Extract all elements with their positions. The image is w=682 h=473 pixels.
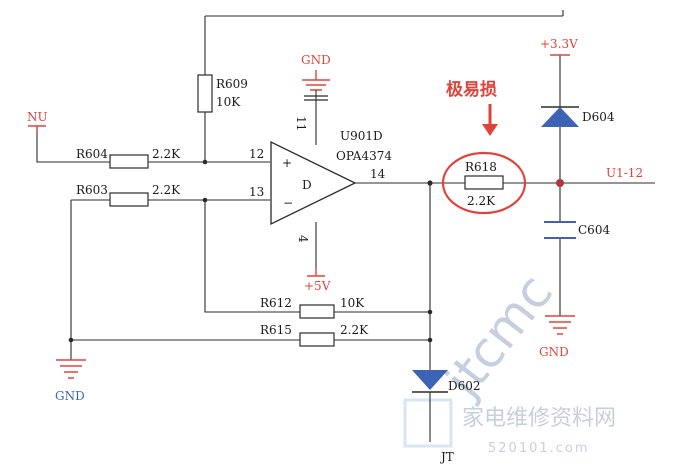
- input-nu: NU: [27, 110, 48, 132]
- vcc-3v3-label: +3.3V: [540, 37, 578, 51]
- opamp-minus-input: −: [283, 196, 293, 210]
- vcc-5v-label: +5V: [304, 279, 331, 293]
- r604-ref: R604: [76, 147, 108, 161]
- junction-r612: [427, 309, 433, 315]
- pin-13-label: 13: [249, 185, 264, 199]
- junction-pin13-r612: [202, 197, 208, 203]
- vcc-3v3-symbol: +3.3V: [540, 37, 578, 56]
- watermark-site-name: 家电维修资料网: [462, 406, 616, 431]
- pin-12-label: 12: [249, 147, 264, 161]
- r612-ref: R612: [260, 296, 292, 310]
- gnd-symbol-top: GND: [301, 53, 331, 102]
- pin-11-label: 11: [294, 116, 308, 131]
- watermark-url: 520101.com: [488, 441, 590, 456]
- r603-ref: R603: [76, 183, 108, 197]
- resistor-r615: R615 2.2K: [260, 323, 369, 347]
- pin-14-label: 14: [370, 167, 386, 181]
- gnd-symbol-right: GND: [539, 315, 575, 359]
- r612-value: 10K: [340, 296, 365, 310]
- gnd-top-label: GND: [301, 53, 331, 67]
- watermark-logo: [403, 398, 453, 448]
- resistor-r609: R609 10K: [197, 74, 248, 113]
- resistor-r604: R604 2.2K: [76, 147, 181, 169]
- u1-12-label: U1-12: [606, 166, 643, 180]
- junction-r615: [427, 337, 433, 343]
- wires: [36, 10, 655, 442]
- r615-ref: R615: [260, 323, 292, 337]
- vcc-5v-symbol: +5V: [304, 268, 331, 293]
- junction-r609-pin12: [202, 159, 208, 165]
- opamp-plus-input: +: [282, 156, 292, 170]
- gnd-symbol-left: GND: [55, 359, 86, 403]
- fragile-arrow: [482, 124, 498, 136]
- junction-output: [427, 180, 433, 186]
- r609-ref: R609: [216, 77, 248, 91]
- c604-label: C604: [578, 223, 610, 237]
- r618-value: 2.2K: [467, 194, 496, 208]
- pin-4-label: 4: [296, 235, 310, 243]
- r603-value: 2.2K: [152, 183, 181, 197]
- r604-value: 2.2K: [152, 147, 181, 161]
- fragile-highlight-circle: [441, 151, 527, 215]
- r609-value: 10K: [216, 95, 241, 109]
- capacitor-c604: C604: [544, 221, 610, 239]
- resistor-r618: R618 2.2K: [464, 160, 504, 208]
- opamp-part-number: OPA4374: [336, 149, 392, 163]
- r618-ref: R618: [465, 160, 497, 174]
- fragile-annotation: 极易损: [441, 79, 527, 215]
- junction-u1-node: [556, 179, 564, 187]
- resistor-r603: R603 2.2K: [76, 183, 181, 207]
- d604-label: D604: [582, 110, 615, 124]
- diode-d604: D604: [541, 106, 615, 127]
- resistor-r612: R612 10K: [260, 296, 365, 319]
- jt-label: JT: [439, 450, 454, 464]
- watermark: jtcmc 家电维修资料网 520101.com: [403, 264, 616, 456]
- opamp-inner-label: D: [302, 178, 312, 192]
- d602-label: D602: [448, 379, 481, 393]
- opamp-ref: U901D: [340, 129, 383, 143]
- gnd-right-label: GND: [539, 345, 569, 359]
- r615-value: 2.2K: [340, 323, 369, 337]
- junction-gnd-left: [68, 337, 74, 343]
- opamp-u901d: + − D U901D OPA4374: [270, 129, 392, 226]
- nu-label: NU: [27, 110, 48, 124]
- diode-d602: D602: [412, 370, 481, 393]
- gnd-left-label: GND: [55, 389, 85, 403]
- fragile-label: 极易损: [446, 79, 497, 100]
